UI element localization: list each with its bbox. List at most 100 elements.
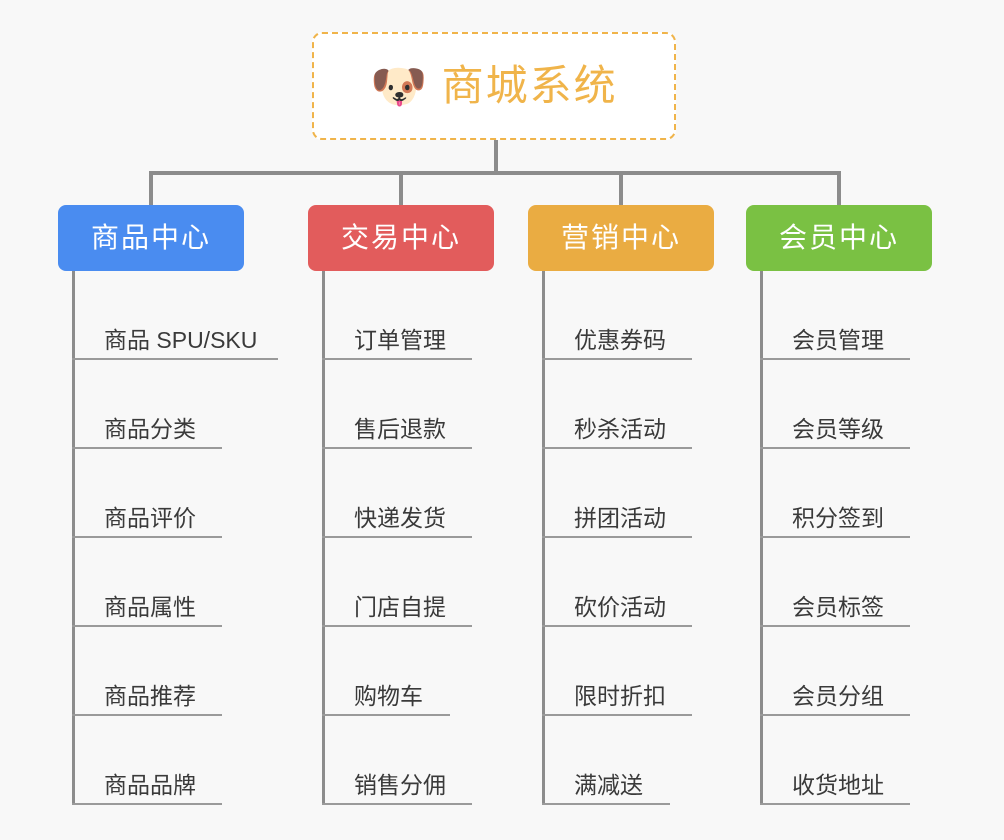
leaf-underline bbox=[542, 536, 692, 538]
leaf-item-label: 优惠券码 bbox=[574, 327, 666, 353]
leaf-underline bbox=[322, 447, 472, 449]
leaf-underline bbox=[72, 714, 222, 716]
leaf-underline bbox=[542, 447, 692, 449]
category-header-label: 商品中心 bbox=[90, 222, 211, 253]
leaf-list-product-center: 商品 SPU/SKU 商品分类商品评价商品属性商品推荐商品品牌 bbox=[72, 271, 278, 805]
category-header-label: 会员中心 bbox=[778, 222, 899, 253]
leaf-item-label: 门店自提 bbox=[354, 594, 446, 620]
leaf-item[interactable]: 商品属性 bbox=[72, 538, 244, 627]
leaf-item[interactable]: 收货地址 bbox=[760, 716, 932, 805]
leaf-underline bbox=[322, 625, 472, 627]
leaf-item-label: 会员管理 bbox=[792, 327, 884, 353]
leaf-item[interactable]: 会员管理 bbox=[760, 271, 932, 360]
leaf-item-label: 限时折扣 bbox=[574, 683, 666, 709]
leaf-item-label: 拼团活动 bbox=[574, 505, 666, 531]
connector-drop-product-center bbox=[149, 171, 153, 205]
leaf-list-marketing-center: 优惠券码秒杀活动拼团活动砍价活动限时折扣满减送 bbox=[542, 271, 714, 805]
leaf-item[interactable]: 购物车 bbox=[322, 627, 494, 716]
category-header-label: 营销中心 bbox=[560, 222, 681, 253]
leaf-item[interactable]: 商品分类 bbox=[72, 360, 244, 449]
leaf-item[interactable]: 会员分组 bbox=[760, 627, 932, 716]
column-member-center: 会员中心会员管理会员等级积分签到会员标签会员分组收货地址 bbox=[746, 205, 932, 805]
root-title: 商城系统 bbox=[441, 62, 618, 109]
leaf-item[interactable]: 会员标签 bbox=[760, 538, 932, 627]
connector-spine-marketing-center bbox=[542, 271, 545, 805]
leaf-item-label: 销售分佣 bbox=[354, 772, 446, 798]
leaf-list-member-center: 会员管理会员等级积分签到会员标签会员分组收货地址 bbox=[760, 271, 932, 805]
leaf-item-label: 商品属性 bbox=[104, 594, 196, 620]
leaf-underline bbox=[322, 536, 472, 538]
leaf-item-label: 购物车 bbox=[354, 683, 423, 709]
leaf-item[interactable]: 订单管理 bbox=[322, 271, 494, 360]
leaf-item-label: 商品品牌 bbox=[104, 772, 196, 798]
leaf-underline bbox=[542, 358, 692, 360]
leaf-item[interactable]: 拼团活动 bbox=[542, 449, 714, 538]
connector-drop-member-center bbox=[837, 171, 841, 205]
connector-drop-marketing-center bbox=[619, 171, 623, 205]
leaf-item-label: 积分签到 bbox=[792, 505, 884, 531]
leaf-underline bbox=[760, 358, 910, 360]
leaf-item-label: 商品 SPU/SKU bbox=[104, 327, 258, 353]
leaf-item-label: 售后退款 bbox=[354, 416, 446, 442]
shiba-dog-face-icon: 🐶 bbox=[370, 60, 428, 112]
leaf-underline bbox=[72, 358, 278, 360]
leaf-underline bbox=[322, 358, 472, 360]
leaf-underline bbox=[760, 447, 910, 449]
leaf-underline bbox=[72, 536, 222, 538]
leaf-item-label: 砍价活动 bbox=[574, 594, 666, 620]
leaf-list-trade-center: 订单管理售后退款快递发货门店自提购物车销售分佣 bbox=[322, 271, 494, 805]
leaf-item[interactable]: 商品 SPU/SKU bbox=[72, 271, 278, 360]
leaf-item-label: 满减送 bbox=[574, 772, 643, 798]
leaf-item-label: 会员等级 bbox=[792, 416, 884, 442]
leaf-underline bbox=[322, 714, 450, 716]
connector-spine-product-center bbox=[72, 271, 75, 805]
leaf-item-label: 会员标签 bbox=[792, 594, 884, 620]
leaf-item-label: 商品评价 bbox=[104, 505, 196, 531]
leaf-item-label: 订单管理 bbox=[354, 327, 446, 353]
leaf-item[interactable]: 满减送 bbox=[542, 716, 714, 805]
leaf-item[interactable]: 会员等级 bbox=[760, 360, 932, 449]
leaf-item-label: 秒杀活动 bbox=[574, 416, 666, 442]
connector-spine-trade-center bbox=[322, 271, 325, 805]
leaf-underline bbox=[322, 803, 472, 805]
leaf-underline bbox=[72, 447, 222, 449]
category-header-marketing-center[interactable]: 营销中心 bbox=[528, 205, 714, 271]
leaf-underline bbox=[542, 625, 692, 627]
leaf-item-label: 商品推荐 bbox=[104, 683, 196, 709]
connector-root-stem bbox=[494, 140, 498, 174]
leaf-underline bbox=[542, 803, 670, 805]
category-header-trade-center[interactable]: 交易中心 bbox=[308, 205, 494, 271]
leaf-item[interactable]: 商品品牌 bbox=[72, 716, 244, 805]
leaf-underline bbox=[760, 714, 910, 716]
category-header-label: 交易中心 bbox=[340, 222, 461, 253]
connector-drop-trade-center bbox=[399, 171, 403, 205]
leaf-item[interactable]: 积分签到 bbox=[760, 449, 932, 538]
leaf-item[interactable]: 售后退款 bbox=[322, 360, 494, 449]
connector-horizontal-bus bbox=[150, 171, 840, 175]
leaf-item-label: 会员分组 bbox=[792, 683, 884, 709]
leaf-underline bbox=[542, 714, 692, 716]
column-marketing-center: 营销中心优惠券码秒杀活动拼团活动砍价活动限时折扣满减送 bbox=[528, 205, 714, 805]
leaf-item[interactable]: 秒杀活动 bbox=[542, 360, 714, 449]
leaf-item[interactable]: 快递发货 bbox=[322, 449, 494, 538]
leaf-item[interactable]: 砍价活动 bbox=[542, 538, 714, 627]
leaf-underline bbox=[760, 625, 910, 627]
connector-spine-member-center bbox=[760, 271, 763, 805]
leaf-item[interactable]: 商品评价 bbox=[72, 449, 244, 538]
leaf-item-label: 商品分类 bbox=[104, 416, 196, 442]
leaf-item[interactable]: 门店自提 bbox=[322, 538, 494, 627]
leaf-item[interactable]: 限时折扣 bbox=[542, 627, 714, 716]
category-header-member-center[interactable]: 会员中心 bbox=[746, 205, 932, 271]
leaf-underline bbox=[72, 625, 222, 627]
leaf-item-label: 快递发货 bbox=[354, 505, 446, 531]
root-node[interactable]: 🐶 商城系统 bbox=[312, 32, 676, 140]
column-trade-center: 交易中心订单管理售后退款快递发货门店自提购物车销售分佣 bbox=[308, 205, 494, 805]
leaf-item-label: 收货地址 bbox=[792, 772, 884, 798]
leaf-item[interactable]: 商品推荐 bbox=[72, 627, 244, 716]
category-header-product-center[interactable]: 商品中心 bbox=[58, 205, 244, 271]
leaf-item[interactable]: 销售分佣 bbox=[322, 716, 494, 805]
leaf-underline bbox=[760, 803, 910, 805]
column-product-center: 商品中心商品 SPU/SKU 商品分类商品评价商品属性商品推荐商品品牌 bbox=[58, 205, 278, 805]
leaf-item[interactable]: 优惠券码 bbox=[542, 271, 714, 360]
